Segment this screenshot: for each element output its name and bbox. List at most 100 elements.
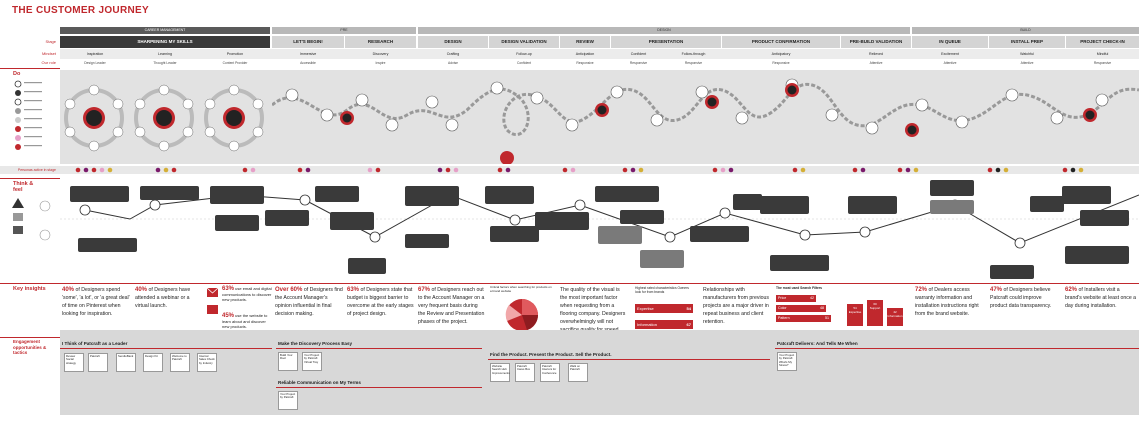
mindset-item: Inspiration: [86, 52, 104, 56]
insight-1: 40% of Designers spend 'some', 'a lot', …: [62, 287, 130, 317]
engage-card[interactable]: Patcraft: [88, 353, 108, 372]
quote-bubble: [78, 238, 137, 252]
insight-11: 47% of Designers believe Patcraft could …: [990, 287, 1052, 309]
persona-row-label: Personas active in stage: [17, 168, 56, 172]
emotion-legend: [12, 198, 51, 241]
role-item: Responsive: [629, 61, 648, 65]
role-item: Attentive: [943, 61, 957, 65]
quote-bubble: [348, 258, 386, 274]
quote-bubble: [930, 180, 974, 196]
quote-bubble: [770, 255, 829, 271]
insight-8: The quality of the visual is the most im…: [560, 287, 626, 333]
quote-bubble: [490, 226, 539, 242]
engage-card[interactable]: Your Project by Patcraft: [278, 391, 298, 410]
quote-bubble: [990, 265, 1034, 279]
quote-bubble: [690, 226, 749, 242]
role-item: Accessible: [300, 61, 316, 65]
mini-bars-title: Highest rated characteristics Owners loo…: [635, 286, 689, 294]
quote-bubble: [70, 186, 129, 202]
columns-chart: [847, 300, 903, 326]
email-icon: [207, 288, 219, 314]
stage-project-check-in: PROJECT CHECK-IN: [1066, 36, 1139, 48]
quote-bubble: [405, 186, 459, 206]
insight-3: 63% use email and digital communications…: [222, 286, 272, 302]
engage-group-3: Find the Product. Present the Product. S…: [490, 352, 612, 357]
role-item: Responsive: [576, 61, 594, 65]
stage-research: RESEARCH: [345, 36, 416, 48]
engage-group-1: I Think of Patcraft as a Leader: [62, 341, 128, 346]
phase-build: BUILD: [912, 27, 1139, 34]
quote-bubble: [265, 210, 309, 226]
role-item: Responsive: [772, 61, 790, 65]
engage-card[interactable]: Design Kit: [143, 353, 163, 372]
stage-install-prep: INSTALL PREP: [989, 36, 1065, 48]
quote-bubble: [405, 234, 449, 248]
stage-design-validation: DESIGN VALIDATION: [489, 36, 559, 48]
career-cycle-diagram: [64, 84, 264, 152]
quote-bubble: [620, 210, 664, 224]
quote-bubble: [315, 186, 359, 202]
role-item: Thought Leader: [153, 61, 177, 65]
stage-design: DESIGN: [418, 36, 488, 48]
role-item: Attentive: [1020, 61, 1034, 65]
section-think-label: Think & feel: [13, 181, 34, 193]
mindset-item: Anticipatory: [771, 52, 791, 56]
quote-bubble: [485, 186, 534, 204]
quote-bubble: [535, 212, 589, 230]
engage-card[interactable]: Build Your Rool: [278, 352, 298, 371]
quote-bubble: [598, 226, 642, 244]
filters-title: The most used Search Filters: [776, 286, 822, 290]
insight-6: 63% of Designers state that budget is bi…: [347, 287, 414, 317]
engage-card[interactable]: Internal Sales Check by Industry: [197, 353, 217, 372]
phase-design: DESIGN: [418, 27, 910, 34]
mindset-item: Discovery: [372, 52, 389, 56]
persona-dots: [75, 167, 1084, 173]
quote-bubble: [595, 186, 659, 202]
quote-bubble: [140, 186, 199, 200]
quote-bubble: [1065, 246, 1129, 264]
quote-bubble: [760, 196, 809, 214]
journey-flow-diagram: [272, 78, 1139, 164]
engage-card[interactable]: Patcraft Interiors for Conference: [540, 363, 560, 382]
quote-bubble: [640, 250, 684, 268]
insight-9: Relationships with manufacturers from pr…: [703, 287, 770, 325]
stage-sharpening: SHARPENING MY SKILLS: [60, 36, 270, 48]
phase-pre: PRE: [272, 27, 416, 34]
page-title: THE CUSTOMER JOURNEY: [12, 5, 149, 16]
engage-group-2: Make the Discovery Process Easy: [278, 341, 353, 346]
row-label-mindset: Mindset: [41, 51, 56, 56]
insight-4: 45% use the website to learn about and d…: [222, 313, 268, 329]
engage-card[interactable]: Patcraft Cares Box: [515, 363, 535, 382]
do-legend: [14, 80, 42, 150]
quote-bubble: [210, 186, 264, 204]
mindset-item: Excitement: [941, 52, 959, 56]
section-insights-label: Key insights: [13, 286, 46, 292]
insight-5: Over 60% of Designers find the Account M…: [275, 287, 343, 317]
engage-card[interactable]: SendtoBank: [116, 353, 136, 372]
engage-card[interactable]: Website Search Hub Improvements: [490, 363, 510, 382]
engage-card[interactable]: Walk on Patcraft: [568, 363, 588, 382]
engage-group-5: Reliable Communication on My Terms: [278, 380, 361, 385]
stage-product-confirmation: PRODUCT CONFIRMATION: [722, 36, 840, 48]
role-item: Inspire: [375, 61, 386, 65]
quote-bubble: [930, 200, 974, 214]
engage-card[interactable]: Your Project by Patcraft What's My Stres…: [777, 352, 797, 371]
engage-card[interactable]: Welcome to Patcraft: [170, 353, 190, 372]
stage-lets-begin: LET'S BEGIN!: [272, 36, 344, 48]
mindset-item: Follow-up: [516, 52, 532, 56]
quote-bubble: [733, 194, 762, 210]
phase-career-management: CAREER MANAGEMENT: [60, 27, 270, 34]
engage-card[interactable]: Your Project by Patcraft Virtual Tray: [302, 352, 322, 371]
insight-10: 72% of Dealers access warranty informati…: [915, 287, 979, 317]
engage-card[interactable]: Review Social strategy: [64, 353, 84, 372]
role-item: Confident: [516, 61, 532, 65]
engage-group-4: Patcraft Delivers: And Tells Me When: [777, 341, 858, 346]
quote-bubble: [215, 215, 259, 231]
mindset-item: Relieved: [869, 52, 883, 56]
mindset-item: Immersive: [299, 52, 317, 56]
